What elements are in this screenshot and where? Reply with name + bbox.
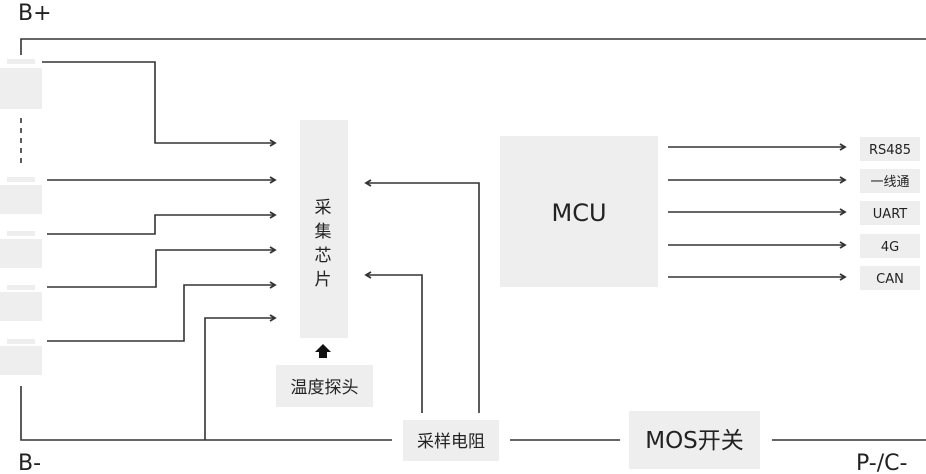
battery-cell: [0, 59, 42, 109]
interface-4g: 4G: [668, 234, 920, 258]
cell-sense-wire: [47, 211, 277, 235]
cell-sense-wire: [47, 281, 277, 342]
interface-label: UART: [873, 207, 907, 222]
interface-label: RS485: [869, 143, 911, 158]
battery-cell: [0, 285, 42, 321]
current-sense-wire: [364, 271, 423, 413]
interface-label: 4G: [881, 240, 899, 255]
battery-cell: [0, 177, 42, 214]
interface-label: CAN: [876, 272, 904, 287]
b-minus-label: B-: [18, 451, 41, 474]
chip-char: 采: [315, 198, 332, 218]
interface-label: 一线通: [870, 175, 909, 190]
cell-sense-wire: [204, 314, 277, 440]
b-plus-label: B+: [18, 1, 52, 26]
b-minus-bus: [20, 386, 392, 441]
mos-switch-label: MOS开关: [645, 428, 744, 454]
interface-one-wire: 一线通: [668, 169, 920, 193]
cell-sense-wire: [42, 61, 277, 147]
mcu-label: MCU: [551, 199, 606, 227]
cell-sense-wire: [47, 246, 277, 288]
current-sense-wire: [364, 179, 480, 413]
sampling-resistor-label: 采样电阻: [417, 432, 485, 452]
up-arrow-icon: [315, 344, 331, 358]
p-c-minus-label: P-/C-: [856, 451, 907, 474]
chip-char: 集: [315, 222, 332, 242]
acquisition-chip-block: 采 集 芯 片: [300, 120, 348, 338]
interface-can: CAN: [668, 266, 920, 290]
interface-uart: UART: [668, 201, 920, 225]
b-plus-bus: [20, 38, 926, 55]
battery-cell: [0, 339, 42, 375]
chip-char: 片: [315, 270, 332, 290]
temperature-probe-block: 温度探头: [276, 365, 373, 407]
battery-cell: [0, 231, 42, 268]
mos-switch-block: MOS开关: [629, 411, 760, 469]
interface-rs485: RS485: [668, 137, 920, 161]
temperature-probe-label: 温度探头: [291, 378, 359, 398]
chip-char: 芯: [315, 246, 332, 266]
sampling-resistor-block: 采样电阻: [403, 420, 499, 461]
mcu-block: MCU: [500, 136, 658, 287]
